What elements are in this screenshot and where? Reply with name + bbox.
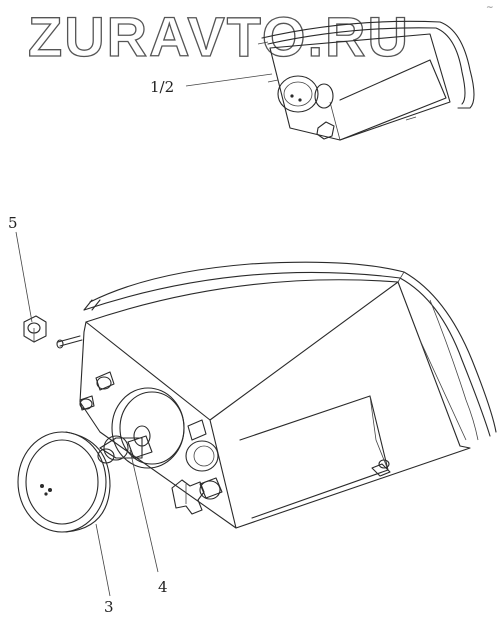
dust-cap: [17, 431, 111, 533]
callout-3: 3: [104, 598, 114, 616]
headlamp-housing: [56, 261, 497, 529]
callout-4: 4: [158, 578, 168, 596]
leader-5: [15, 231, 33, 323]
bulb: [97, 425, 153, 464]
callout-5: 5: [8, 214, 18, 232]
side-bulb-socket: [185, 440, 223, 500]
adjuster-knob: [171, 479, 205, 515]
callout-1-2: 1/2: [150, 78, 174, 96]
corner-mark: ~: [486, 3, 494, 13]
bulb-opening: [111, 387, 185, 469]
leader-3: [95, 523, 111, 597]
watermark-logo: ZURAVTO.RU: [28, 5, 410, 68]
leader-assembly: [185, 73, 273, 87]
leader-4: [129, 449, 159, 573]
nut: [23, 315, 47, 343]
headlamp-assembly-small: [257, 20, 475, 141]
mounting-posts: [79, 371, 207, 441]
